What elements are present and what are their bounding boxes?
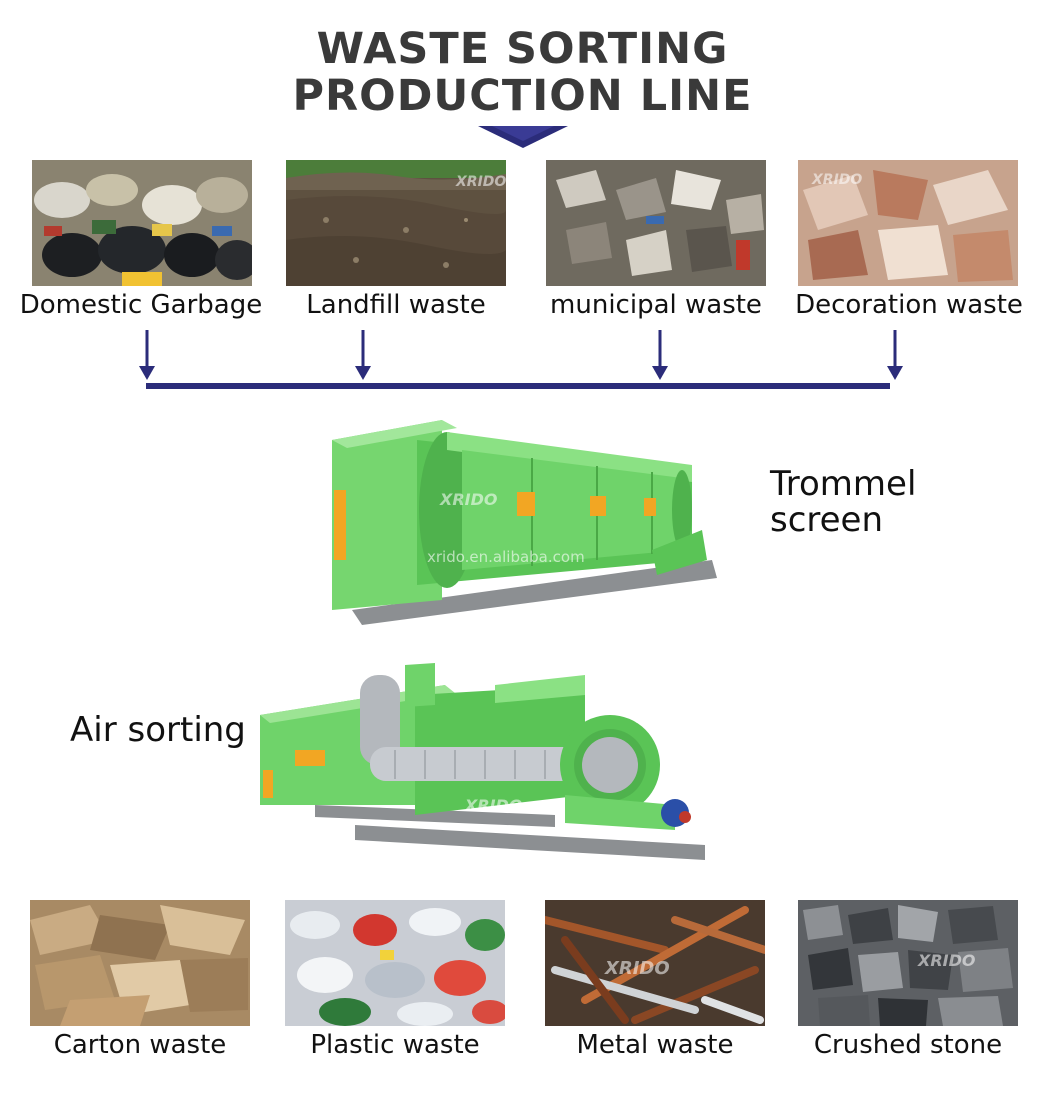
carton-waste-image — [30, 900, 250, 1026]
page-title-line1: WASTE SORTING — [316, 24, 729, 74]
municipal-waste-image — [546, 160, 766, 286]
air-sorting-label: Air sorting — [70, 710, 246, 750]
metal-waste-image: XRIDO — [545, 900, 765, 1026]
input-label-municipal: municipal waste — [550, 290, 762, 320]
input-merge-connector — [139, 330, 903, 389]
svg-text:XRIDO: XRIDO — [811, 172, 862, 188]
page-title-line2: PRODUCTION LINE — [292, 71, 753, 121]
output-label-metal: Metal waste — [576, 1030, 734, 1060]
plastic-waste-image — [285, 900, 505, 1026]
svg-text:XRIDO: XRIDO — [604, 958, 670, 979]
svg-text:XRIDO: XRIDO — [455, 174, 506, 190]
trommel-watermark-url: xrido.en.alibaba.com — [427, 548, 585, 566]
input-label-landfill: Landfill waste — [306, 290, 486, 320]
air-sorting-watermark-brand: XRIDO — [464, 796, 523, 815]
trommel-screen-label: Trommel screen — [770, 464, 917, 540]
output-label-plastic: Plastic waste — [310, 1030, 480, 1060]
output-label-crushed-stone: Crushed stone — [813, 1030, 1003, 1060]
air-sorting-machine: XRIDO — [260, 663, 705, 860]
input-label-domestic: Domestic Garbage — [19, 290, 263, 320]
trommel-watermark-brand: XRIDO — [439, 490, 498, 509]
domestic-garbage-image — [32, 160, 252, 286]
crushed-stone-image: XRIDO — [798, 900, 1018, 1026]
input-label-decoration: Decoration waste — [795, 290, 1023, 320]
trommel-label-line2: screen — [770, 499, 884, 540]
decoration-waste-image: XRIDO — [798, 160, 1018, 286]
svg-text:XRIDO: XRIDO — [917, 951, 976, 970]
chevron-down-icon — [478, 126, 568, 148]
landfill-waste-image: XRIDO — [286, 160, 506, 286]
trommel-screen-machine: XRIDO xrido.en.alibaba.com — [332, 420, 717, 625]
output-label-carton: Carton waste — [53, 1030, 227, 1060]
trommel-label-line1: Trommel — [770, 464, 917, 504]
